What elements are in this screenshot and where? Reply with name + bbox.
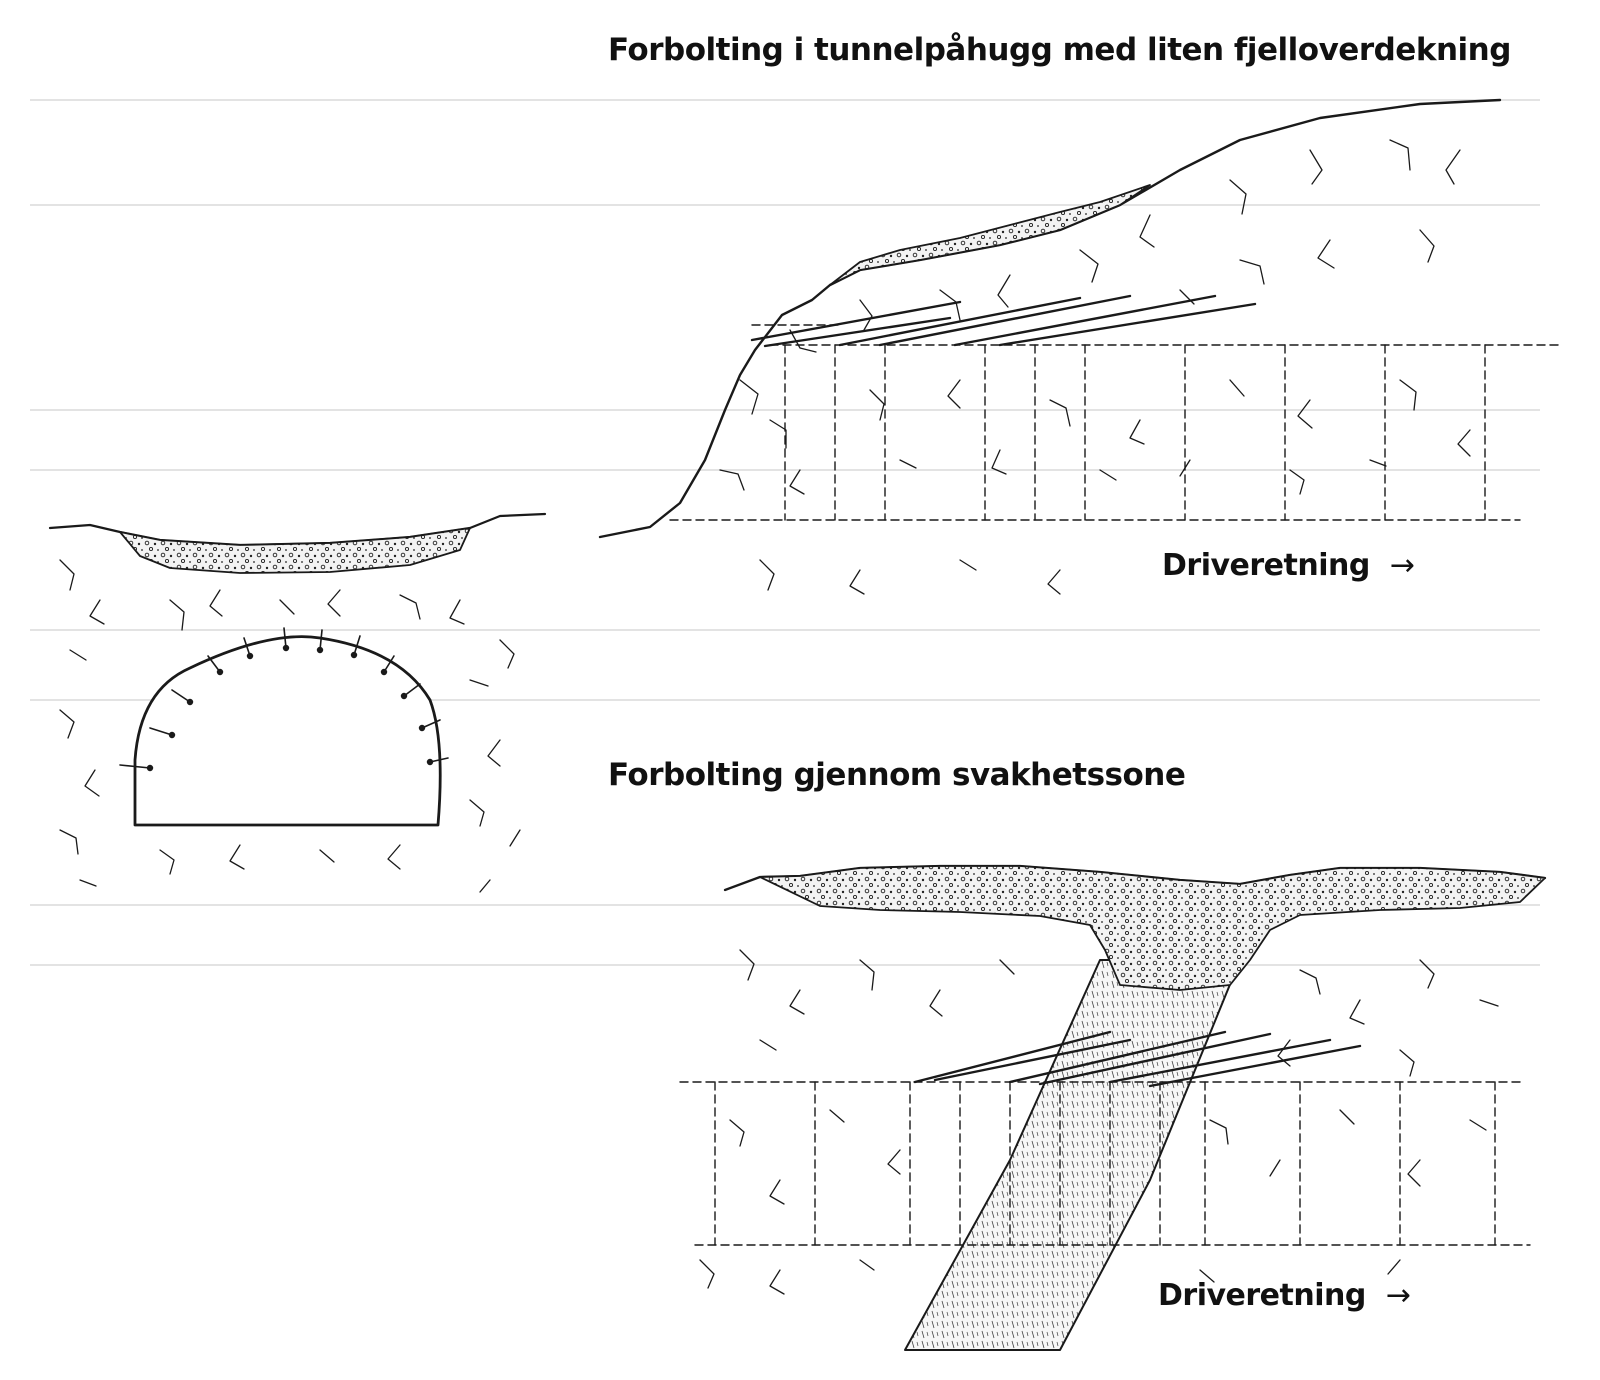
spiling-bolts-portal [750,294,1257,348]
rock-cracks-portal [719,139,1471,595]
tunnel-rounds-portal [669,324,1561,521]
direction-label-portal: Driveretning → [1162,548,1415,583]
soil-cover-section [119,527,471,574]
tunnel-profile [133,635,442,827]
soil-cover-weakness [759,865,1546,991]
tunnel-rounds-weakness [679,1081,1531,1246]
title-portal: Forbolting i tunnelpåhugg med liten fjel… [608,32,1511,68]
radial-bolts-section [119,627,449,772]
spiling-bolts-weakness [913,1030,1362,1088]
cross-section-diagram [48,512,547,893]
direction-label-weakness: Driveretning → [1158,1278,1411,1313]
rock-cracks-weakness [699,949,1499,1295]
soil-cover-portal [829,184,1151,286]
arrow-right-icon: → [1385,1278,1411,1313]
weakness-zone-diagram [679,864,1547,1351]
direction-text-portal: Driveretning [1162,548,1370,583]
ghost-background [30,99,1540,966]
title-weakness-zone: Forbolting gjennom svakhetssone [608,757,1186,793]
portal-diagram [598,98,1561,595]
rock-cracks-section [59,559,521,893]
direction-text-weakness: Driveretning [1158,1278,1366,1313]
arrow-right-icon: → [1389,548,1415,583]
